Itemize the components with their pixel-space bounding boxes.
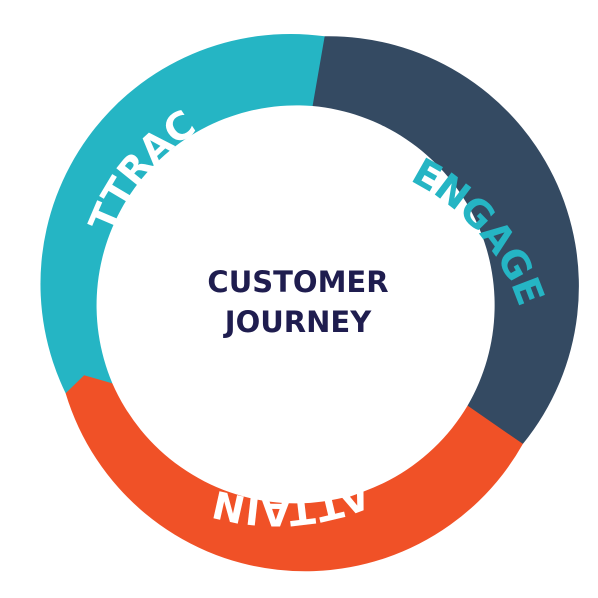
- attain-segment: [65, 375, 523, 572]
- attract-label: ATTRACT: [0, 0, 204, 238]
- center-title-line2: JOURNEY: [223, 305, 372, 339]
- center-title-line1: CUSTOMER: [207, 265, 388, 299]
- attract-segment: [40, 33, 345, 394]
- engage-segment: [312, 36, 579, 454]
